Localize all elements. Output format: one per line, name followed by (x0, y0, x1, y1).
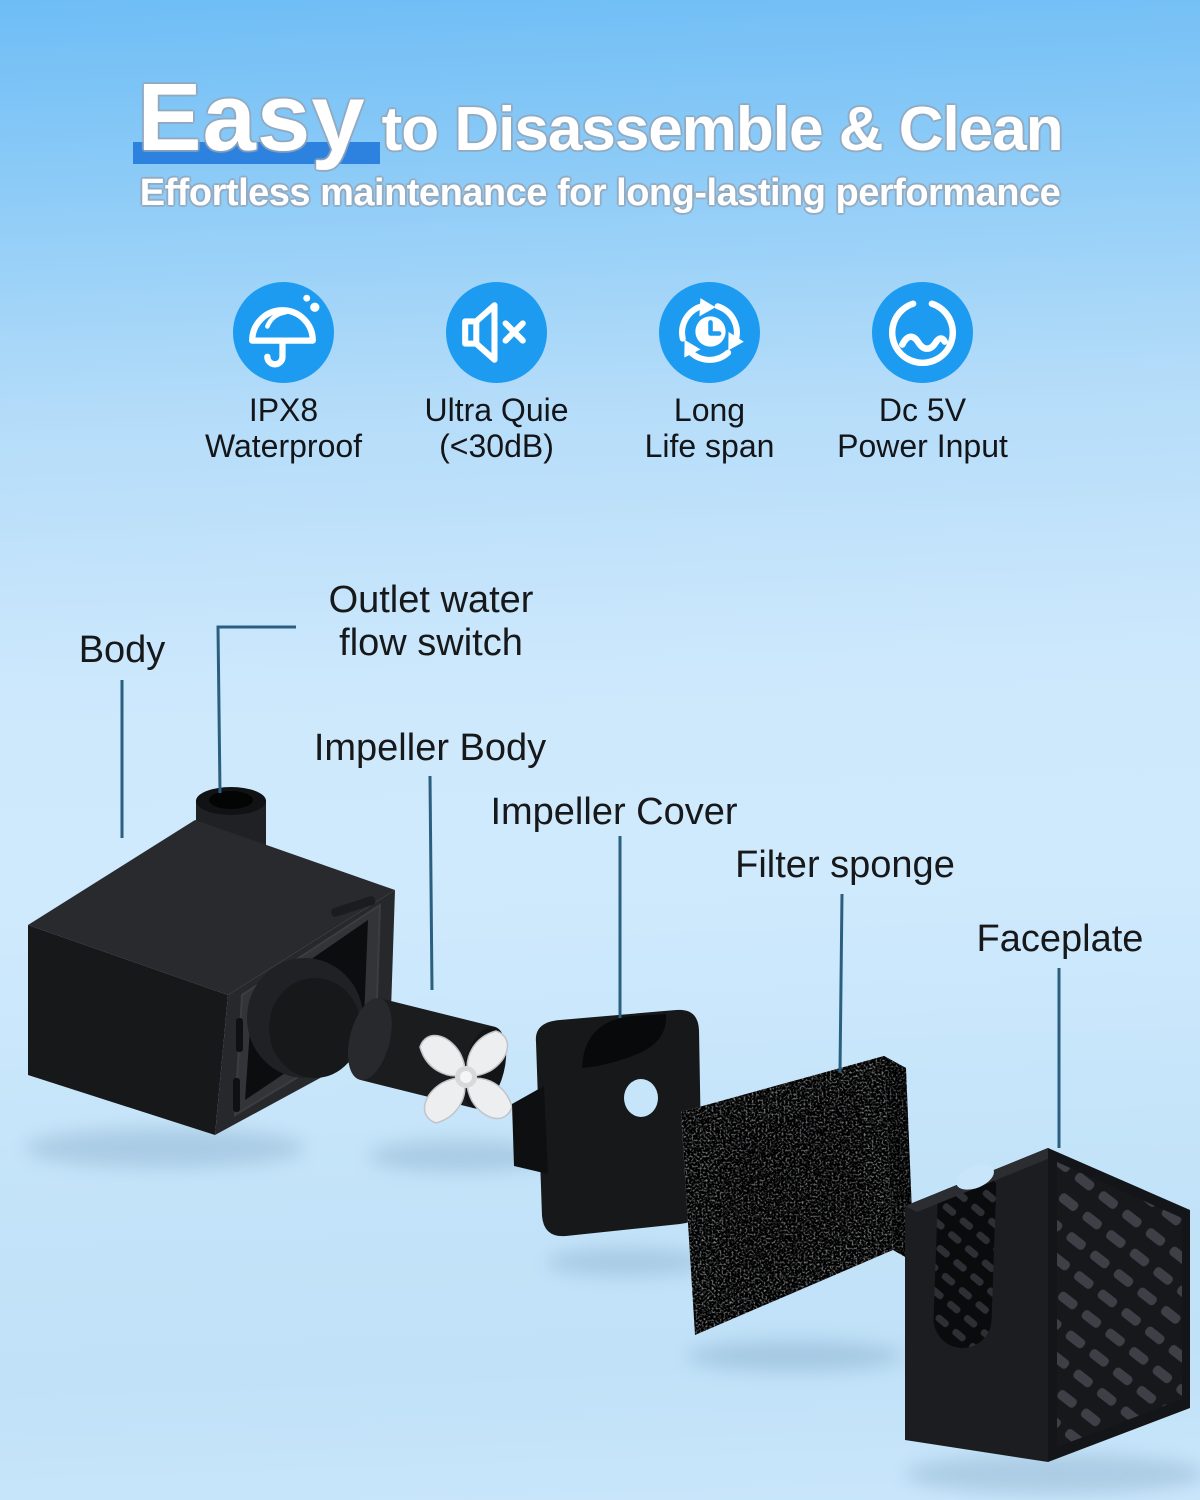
leader-line-filter-sponge (838, 893, 844, 1073)
cycle-clock-icon (659, 282, 760, 383)
label-impeller-cover: Impeller Cover (490, 791, 738, 833)
feature-waterproof: IPX8 Waterproof (177, 282, 390, 464)
label-filter-sponge: Filter sponge (735, 844, 955, 886)
label-body: Body (78, 629, 166, 671)
title-rest-text: to Disassemble & Clean (381, 95, 1064, 164)
feature-lifespan: Long Life span (603, 282, 816, 464)
cover-tab (512, 1086, 548, 1174)
cover-hole (624, 1079, 658, 1117)
faceplate-notch (956, 1164, 994, 1190)
leader-line-outlet (216, 625, 296, 794)
pump-body-part (28, 787, 395, 1135)
feature-label: IPX8 Waterproof (204, 392, 363, 464)
impeller-cover-part (512, 1009, 703, 1237)
leader-lines (120, 625, 1061, 1148)
faceplate-part (905, 1148, 1190, 1462)
highlight-bar (133, 142, 380, 164)
speaker-mute-icon (446, 282, 547, 383)
leader-line-impeller-body (428, 775, 434, 991)
feature-label: Dc 5V Power Input (837, 392, 1008, 464)
title-highlight-wrap: Easy (133, 70, 380, 166)
impeller-blades (419, 1030, 513, 1124)
title-highlight-text: Easy (137, 64, 366, 171)
part-shadows (25, 1128, 1200, 1494)
exploded-diagram (25, 625, 1200, 1494)
faceplate-cutout (933, 1158, 997, 1348)
faceplate-grille (1057, 1162, 1182, 1447)
feature-row: IPX8 Waterproof Ultra Quie (<30dB) (177, 282, 1029, 464)
label-impeller-body: Impeller Body (313, 727, 547, 769)
label-outlet-switch: Outlet water flow switch (328, 579, 534, 664)
dc-wave-icon (872, 282, 973, 383)
page-subtitle: Effortless maintenance for long-lasting … (139, 172, 1061, 214)
umbrella-rain-icon (233, 282, 334, 383)
feature-quiet: Ultra Quie (<30dB) (390, 282, 603, 464)
page-title: Easy to Disassemble & Clean (0, 70, 1200, 166)
feature-label: Ultra Quie (<30dB) (424, 392, 569, 464)
feature-power: Dc 5V Power Input (816, 282, 1029, 464)
cover-hood (582, 1014, 667, 1068)
impeller-body-part (347, 997, 513, 1124)
filter-sponge-part (681, 1056, 914, 1335)
feature-label: Long Life span (644, 392, 775, 464)
label-faceplate: Faceplate (976, 918, 1144, 960)
